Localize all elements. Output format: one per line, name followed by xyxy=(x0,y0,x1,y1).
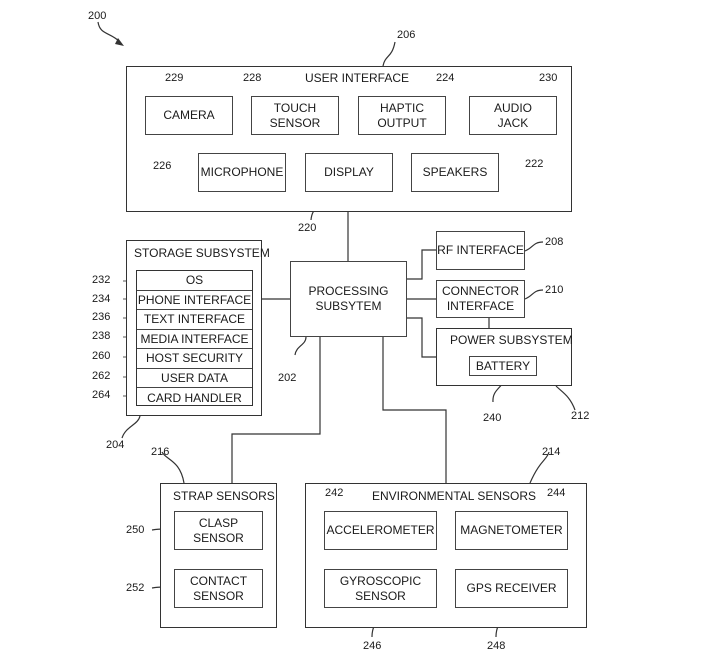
environmental-ref: 214 xyxy=(542,446,561,458)
environmental-title: ENVIRONMENTAL SENSORS xyxy=(372,489,537,503)
strap-title: STRAP SENSORS xyxy=(173,489,275,503)
touch-sensor-box: TOUCH SENSOR xyxy=(251,96,339,135)
storage-item-phone-interface: PHONE INTERFACE xyxy=(137,291,252,310)
leader-210 xyxy=(524,289,544,300)
processing-to-env-line xyxy=(382,337,447,483)
magnetometer-box: MAGNETOMETER xyxy=(455,511,568,550)
rf-interface-ref: 208 xyxy=(545,236,564,248)
gyroscopic-sensor-box: GYROSCOPIC SENSOR xyxy=(324,569,437,608)
strap-ref: 216 xyxy=(151,446,170,458)
figure-ref: 200 xyxy=(88,10,107,22)
audio-jack-ref: 230 xyxy=(539,72,558,84)
leader-204 xyxy=(121,415,141,439)
gps-receiver-ref: 248 xyxy=(487,640,506,652)
accelerometer-box: ACCELEROMETER xyxy=(324,511,437,550)
contact-sensor-box: CONTACT SENSOR xyxy=(174,569,263,608)
power-ref: 212 xyxy=(571,410,590,422)
text-interface-ref: 236 xyxy=(92,311,111,323)
gyroscopic-sensor-ref: 246 xyxy=(363,640,382,652)
user-data-ref: 262 xyxy=(92,370,111,382)
os-ref: 232 xyxy=(92,274,111,286)
microphone-box: MICROPHONE xyxy=(198,153,286,192)
touch-sensor-ref: 228 xyxy=(243,72,262,84)
card-handler-ref: 264 xyxy=(92,389,111,401)
phone-interface-ref: 234 xyxy=(92,293,111,305)
processing-to-strap-line xyxy=(231,337,321,483)
storage-ref: 204 xyxy=(106,439,125,451)
speakers-ref: 222 xyxy=(525,158,544,170)
host-security-ref: 260 xyxy=(92,350,111,362)
magnetometer-ref: 244 xyxy=(547,487,566,499)
rf-interface-box: RF INTERFACE xyxy=(436,231,525,270)
camera-box: CAMERA xyxy=(145,96,233,135)
connector-interface-box: CONNECTOR INTERFACE xyxy=(436,280,525,318)
clasp-sensor-ref: 250 xyxy=(126,524,145,536)
leader-208 xyxy=(524,241,544,252)
contact-sensor-ref: 252 xyxy=(126,582,145,594)
storage-item-user-data: USER DATA xyxy=(137,369,252,388)
processing-ref: 202 xyxy=(278,372,297,384)
speakers-box: SPEAKERS xyxy=(411,153,499,192)
figure-arrowhead xyxy=(115,38,124,46)
storage-title: STORAGE SUBSYSTEM xyxy=(134,246,270,260)
clasp-sensor-box: CLASP SENSOR xyxy=(174,511,263,550)
camera-ref: 229 xyxy=(165,72,184,84)
figure-arrow xyxy=(97,21,121,43)
storage-item-os: OS xyxy=(137,271,252,291)
microphone-ref: 226 xyxy=(153,160,172,172)
display-ref: 220 xyxy=(298,222,317,234)
leader-214 xyxy=(529,451,550,484)
audio-jack-box: AUDIO JACK xyxy=(469,96,557,135)
storage-item-media-interface: MEDIA INTERFACE xyxy=(137,330,252,349)
media-interface-ref: 238 xyxy=(92,330,111,342)
battery-ref: 240 xyxy=(483,412,502,424)
display-box: DISPLAY xyxy=(305,153,393,192)
storage-item-text-interface: TEXT INTERFACE xyxy=(137,310,252,330)
gps-receiver-box: GPS RECEIVER xyxy=(455,569,568,608)
connector-interface-ref: 210 xyxy=(545,284,564,296)
battery-box: BATTERY xyxy=(469,356,537,376)
leader-216 xyxy=(161,451,185,484)
haptic-output-box: HAPTIC OUTPUT xyxy=(358,96,446,135)
ui-ref: 206 xyxy=(397,29,416,41)
processing-to-rf-line xyxy=(407,249,436,280)
storage-item-host-security: HOST SECURITY xyxy=(137,349,252,369)
power-title: POWER SUBSYSTEM xyxy=(450,333,573,347)
storage-list: OS PHONE INTERFACE TEXT INTERFACE MEDIA … xyxy=(136,270,253,406)
haptic-output-ref: 224 xyxy=(436,72,455,84)
accelerometer-ref: 242 xyxy=(325,487,344,499)
leader-202 xyxy=(294,336,307,356)
leader-206 xyxy=(382,41,396,67)
storage-item-card-handler: CARD HANDLER xyxy=(147,390,242,405)
processing-to-power-line xyxy=(407,317,436,358)
processing-box: PROCESSING SUBSYTEM xyxy=(290,261,407,337)
ui-title: USER INTERFACE xyxy=(305,71,410,85)
leader-212 xyxy=(555,385,576,411)
